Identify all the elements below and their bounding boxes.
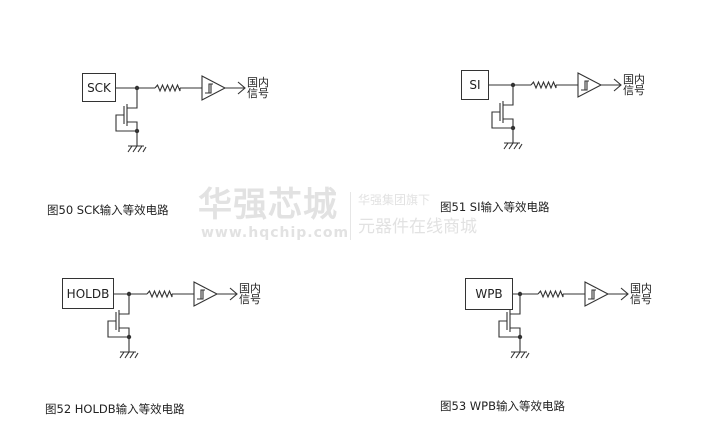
signal-label-line: 信号 — [247, 87, 269, 100]
nmos-transistor-icon — [498, 294, 521, 344]
schmitt-buffer-icon — [201, 75, 227, 101]
nmos-transistor-icon — [107, 294, 130, 344]
watermark-divider — [350, 192, 351, 240]
junction-dot — [510, 82, 516, 88]
equivalent-circuit — [498, 281, 629, 359]
figure-caption: 图50 SCK输入等效电路 — [47, 203, 169, 217]
resistor-icon — [530, 80, 557, 90]
signal-label-line: 信号 — [630, 293, 652, 306]
junction-dot — [126, 334, 132, 340]
arrow-icon — [237, 81, 246, 95]
watermark-group: 华强集团旗下 — [358, 193, 431, 207]
internal-signal-label: 国内信号 — [630, 283, 656, 305]
junction-dot — [517, 334, 523, 340]
resistor-icon — [154, 83, 181, 93]
internal-signal-label: 国内信号 — [247, 77, 273, 99]
arrow-icon — [613, 78, 622, 92]
junction-dot — [517, 291, 523, 297]
nmos-transistor-icon — [491, 85, 514, 135]
ground-icon — [503, 135, 523, 150]
arrow-icon — [229, 287, 238, 301]
ground-icon — [119, 344, 139, 359]
pin-box: SI — [461, 70, 489, 100]
junction-dot — [134, 85, 140, 91]
schmitt-buffer-icon — [193, 281, 219, 307]
equivalent-circuit — [107, 281, 238, 359]
equivalent-circuit — [115, 75, 246, 153]
figure-caption: 图51 SI输入等效电路 — [440, 200, 550, 214]
figure-caption: 图52 HOLDB输入等效电路 — [45, 402, 185, 416]
signal-label-line: 国内 — [239, 282, 261, 295]
arrow-icon — [620, 287, 629, 301]
schmitt-buffer-icon — [584, 281, 610, 307]
internal-signal-label: 国内信号 — [623, 74, 649, 96]
ground-icon — [127, 138, 147, 153]
internal-signal-label: 国内信号 — [239, 283, 265, 305]
junction-dot — [126, 291, 132, 297]
watermark-tagline: 元器件在线商城 — [358, 217, 477, 237]
signal-label-line: 国内 — [247, 76, 269, 89]
signal-label-line: 信号 — [239, 293, 261, 306]
figure-caption: 图53 WPB输入等效电路 — [440, 399, 565, 413]
junction-dot — [510, 125, 516, 131]
pin-box: SCK — [82, 73, 116, 102]
resistor-icon — [146, 289, 173, 299]
resistor-icon — [537, 289, 564, 299]
signal-label-line: 国内 — [630, 282, 652, 295]
equivalent-circuit — [489, 72, 622, 150]
pin-box: WPB — [465, 278, 513, 310]
watermark-url: www.hqchip.com — [201, 225, 350, 241]
junction-dot — [134, 128, 140, 134]
pin-box: HOLDB — [62, 278, 114, 309]
schmitt-buffer-icon — [577, 72, 603, 98]
signal-label-line: 信号 — [623, 84, 645, 97]
ground-icon — [510, 344, 530, 359]
watermark-brand: 华强芯城 — [198, 185, 338, 225]
nmos-transistor-icon — [115, 88, 138, 138]
signal-label-line: 国内 — [623, 73, 645, 86]
